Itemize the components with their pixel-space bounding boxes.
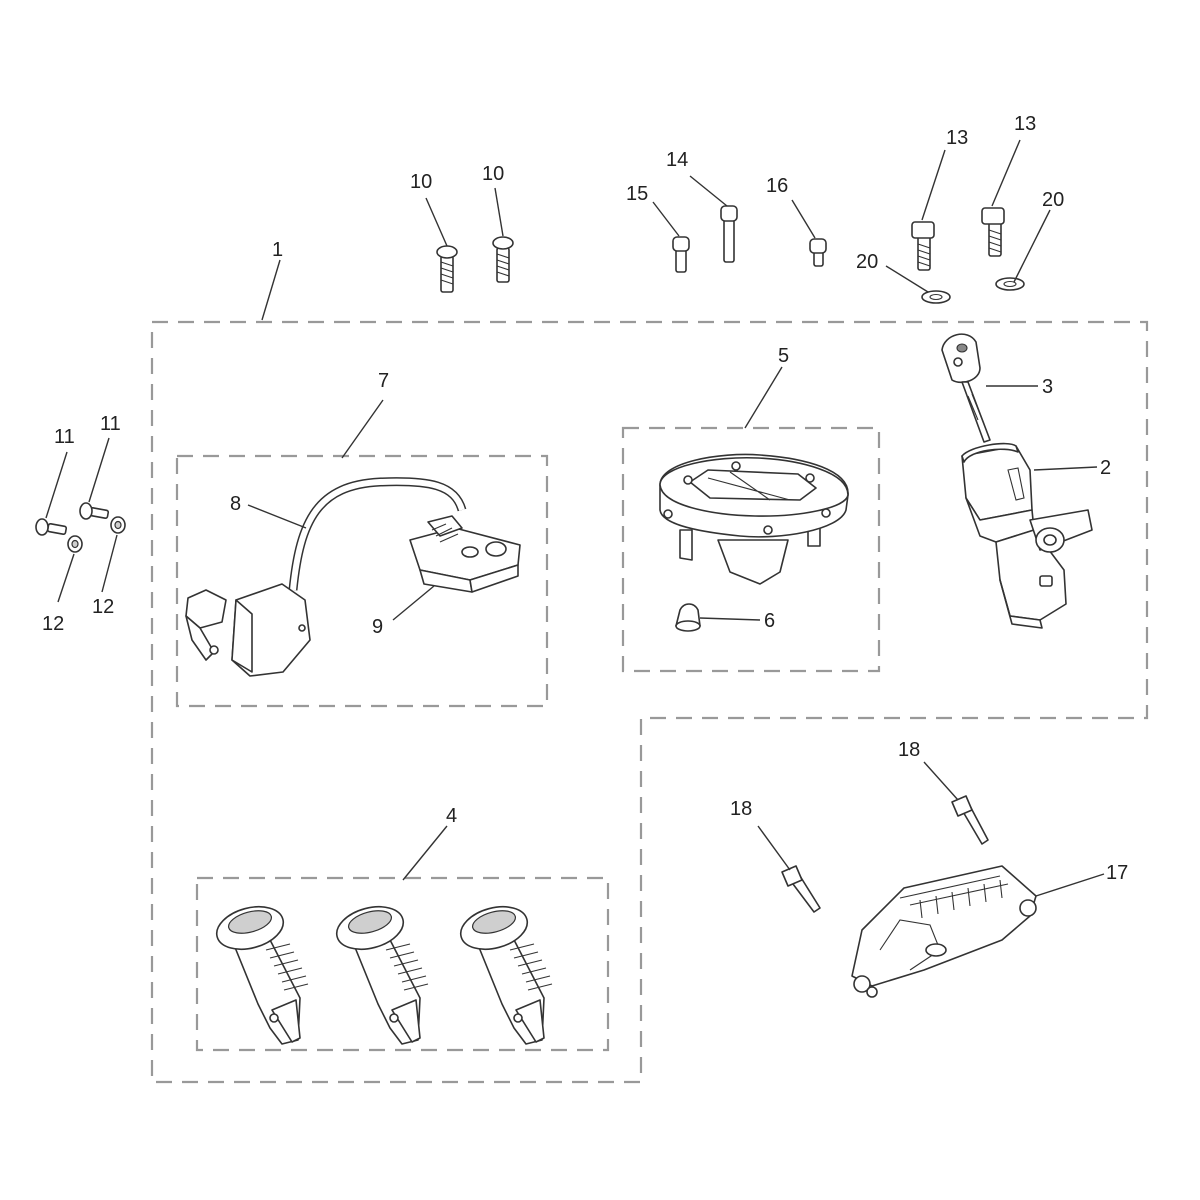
callout-8: 8 (230, 493, 241, 515)
ignition-switch-2 (961, 442, 1093, 629)
bolt-18-left (781, 865, 821, 913)
fuel-cap-5 (659, 453, 849, 585)
callout-11-left: 11 (54, 426, 75, 448)
washer-20-right (995, 277, 1025, 291)
callout-20-right: 20 (1042, 189, 1064, 211)
callout-20-left: 20 (856, 251, 878, 273)
callout-11-right: 11 (100, 413, 121, 435)
cap-6 (675, 603, 701, 632)
callout-5: 5 (778, 345, 789, 367)
bolt-13-left (911, 221, 935, 271)
callout-17: 17 (1106, 862, 1128, 884)
callout-14: 14 (666, 149, 688, 171)
screw-16 (809, 238, 827, 267)
callout-15: 15 (626, 183, 648, 205)
group-boundary-4 (195, 876, 610, 1052)
group-boundary-5 (621, 426, 881, 673)
callout-13-right: 13 (1014, 113, 1036, 135)
leader-lines (45, 139, 1105, 897)
washer-20-left (921, 290, 951, 304)
kit-boundary-1 (150, 320, 1149, 1084)
callout-2: 2 (1100, 457, 1111, 479)
sensor-8 (185, 477, 467, 677)
callout-labels: 1 2 3 4 5 6 7 8 9 10 10 11 11 12 12 13 1… (42, 113, 1128, 884)
washer-12-left (67, 535, 83, 553)
bracket-17 (851, 865, 1037, 998)
callout-13-left: 13 (946, 127, 968, 149)
callout-10-left: 10 (410, 171, 432, 193)
callout-10-right: 10 (482, 163, 504, 185)
washer-12-right (110, 516, 126, 534)
key-3 (941, 333, 991, 443)
callout-12-left: 12 (42, 613, 64, 635)
lock-barrel-4-left (215, 905, 309, 1045)
callout-16: 16 (766, 175, 788, 197)
callout-12-right: 12 (92, 596, 114, 618)
screw-11-right (79, 502, 110, 520)
bolt-18-right (951, 795, 989, 845)
callout-6: 6 (764, 610, 775, 632)
screw-15 (672, 236, 690, 273)
lock-barrel-4-right (459, 905, 553, 1045)
screw-14 (720, 205, 738, 263)
callout-7: 7 (378, 370, 389, 392)
bolt-10-right (492, 236, 514, 283)
lock-barrel-4-middle (335, 905, 429, 1045)
callout-1: 1 (272, 239, 283, 261)
screw-11-left (35, 518, 68, 536)
bolt-13-right (981, 207, 1005, 257)
connector-9 (409, 515, 521, 593)
group-boundary-7 (175, 454, 549, 708)
callout-3: 3 (1042, 376, 1053, 398)
callout-18-left: 18 (730, 798, 752, 820)
callout-9: 9 (372, 616, 383, 638)
callout-18-right: 18 (898, 739, 920, 761)
callout-4: 4 (446, 805, 457, 827)
bolt-10-left (436, 245, 458, 293)
